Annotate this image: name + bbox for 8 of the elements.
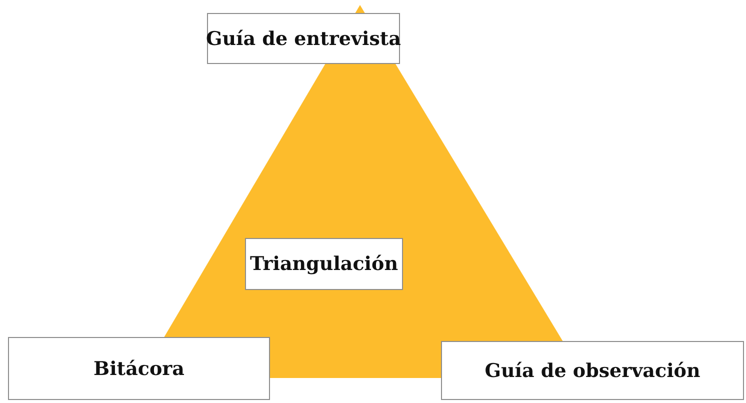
- text-box: [245, 238, 403, 290]
- box-label: Guía de entrevista: [206, 28, 401, 50]
- box-label: Guía de observación: [484, 360, 700, 382]
- text-box: [207, 13, 400, 64]
- box-label: Bitácora: [94, 358, 184, 380]
- text-box: [8, 337, 270, 400]
- text-box: [441, 341, 744, 400]
- box-label: Triangulación: [250, 253, 398, 275]
